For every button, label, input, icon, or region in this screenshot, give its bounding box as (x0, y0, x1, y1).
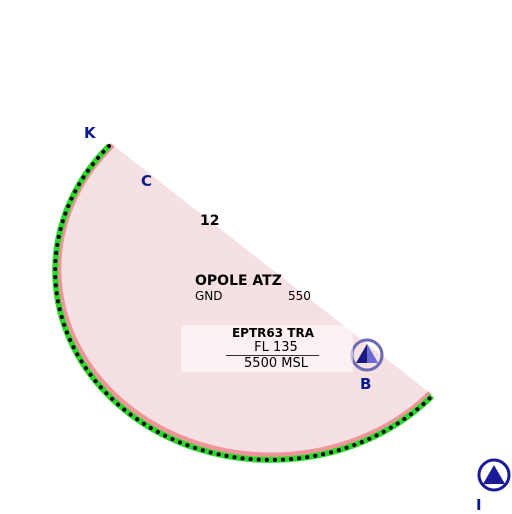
atz-lower-limit: GND (195, 289, 223, 303)
tra-lower-limit: 5500 MSL (244, 356, 308, 371)
atz-zone-boundary (56, 143, 432, 458)
waypoint-i-label[interactable]: I (476, 496, 482, 514)
atz-upper-limit: 550 (288, 289, 311, 303)
tra-name-label: EPTR63 TRA (231, 326, 314, 340)
atz-partial-label: 12 (200, 213, 220, 229)
waypoint-k-label[interactable]: K (84, 124, 96, 142)
tra-upper-limit: FL 135 (254, 340, 298, 355)
atz-zone-area[interactable] (58, 145, 430, 456)
tma-edge-dots (53, 144, 434, 462)
tra-limit-divider (226, 355, 319, 356)
tra-label-box (181, 325, 353, 372)
atz-name-label: OPOLE ATZ (195, 273, 282, 289)
vor-i-icon[interactable] (477, 458, 511, 492)
waypoint-c-label[interactable]: C (141, 172, 153, 190)
waypoint-b-label[interactable]: B (360, 375, 372, 393)
